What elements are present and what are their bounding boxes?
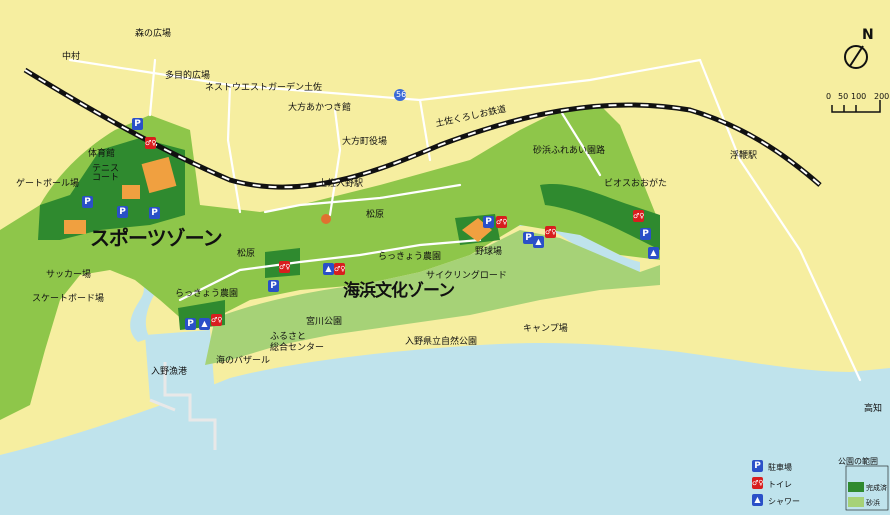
parking-icon: P (132, 118, 143, 130)
toilet-icon: ♂♀ (633, 210, 645, 222)
shower-icon: ▲ (533, 236, 544, 248)
legend-range-box (845, 465, 889, 511)
parking-icon: P (149, 207, 160, 219)
parking-icon: P (483, 216, 494, 228)
label-biosu: ビオスおおがた (604, 179, 668, 189)
shower-icon: ▲ (323, 263, 334, 275)
tamokuteki-field (141, 156, 177, 194)
sand-beach (205, 230, 660, 365)
legend-complete-swatch (848, 482, 864, 492)
taiikukan-block (122, 185, 140, 199)
toilet-icon: ♂♀ (334, 263, 346, 275)
legend-range-title: 公園の範囲 (838, 457, 878, 466)
port-basin (145, 330, 215, 410)
label-furusato: ふるさと 総合センター (270, 332, 325, 353)
zone-sports-label: スポーツゾーン (90, 226, 223, 250)
toilet-icon: ♂♀ (545, 226, 557, 238)
legend-toilet-label: トイレ (768, 480, 792, 489)
label-irino-park: 入野県立自然公園 (405, 337, 478, 347)
label-cycling: サイクリングロード (426, 271, 507, 281)
scale-mark-0: 0 (826, 92, 832, 101)
label-sunahama-road: 砂浜ふれあい園路 (533, 146, 606, 156)
label-umi-bazaar: 海のバザール (216, 356, 271, 366)
label-yakyujo: 野球場 (475, 247, 503, 257)
label-miyagawa: 宮川公園 (306, 317, 343, 327)
label-kochi: 高知 (864, 404, 883, 414)
akatsuki-building (321, 214, 331, 224)
sea (0, 342, 890, 515)
tennis-block (64, 220, 86, 234)
parking-icon: P (523, 232, 534, 244)
parking-icon: P (268, 280, 279, 292)
label-gateball: ゲートボール場 (16, 179, 80, 189)
label-matsubara-1: 松原 (366, 210, 385, 220)
compass-letter: N (862, 27, 874, 43)
toilet-icon: ♂♀ (145, 137, 157, 149)
label-nestowest: ネストウエストガーデン土佐 (205, 83, 323, 93)
label-rakkyo-2: らっきょう農園 (175, 289, 239, 299)
label-tamokuteki: 多目的広場 (165, 71, 211, 81)
legend-sand-label: 砂浜 (866, 499, 880, 507)
legend-parking-icon: P (752, 460, 763, 472)
parking-icon: P (117, 206, 128, 218)
compass (844, 45, 868, 69)
parking-icon: P (640, 228, 651, 240)
label-tennis: テニス コート (92, 164, 120, 183)
label-rakkyo-1: らっきょう農園 (378, 252, 442, 262)
label-taiikukan: 体育館 (88, 149, 116, 159)
parking-icon: P (185, 318, 196, 330)
completed-biosu (540, 184, 660, 250)
route-56-label: 56 (396, 90, 407, 99)
zone-beach-culture-label: 海浜文化ゾーン (343, 281, 455, 301)
toilet-icon: ♂♀ (279, 261, 291, 273)
legend-shower-label: シャワー (768, 497, 800, 506)
label-tosa-irino-st: 土佐入野駅 (318, 179, 364, 189)
label-ukitsu-st: 浮鞭駅 (730, 151, 758, 161)
scale-mark-100: 100 (851, 92, 867, 101)
label-nakamura: 中村 (62, 52, 81, 62)
label-mori-hiroba: 森の広場 (135, 29, 172, 39)
label-irino-port: 入野漁港 (151, 367, 188, 377)
route-56-badge (394, 89, 406, 101)
legend-parking-label: 駐車場 (768, 463, 792, 472)
label-soccer: サッカー場 (46, 270, 92, 280)
shower-icon: ▲ (199, 318, 210, 330)
roads (68, 58, 862, 382)
railway-dash (24, 69, 821, 189)
legend-complete-label: 完成済 (866, 484, 887, 492)
toilet-icon: ♂♀ (496, 216, 508, 228)
label-matsubara-2: 松原 (237, 249, 256, 259)
label-oogata-akatsuki: 大方あかつき館 (288, 103, 352, 113)
legend-shower-icon: ▲ (752, 494, 763, 506)
scale-mark-50: 50 (838, 92, 849, 101)
toilet-icon: ♂♀ (211, 314, 223, 326)
parking-icon: P (82, 196, 93, 208)
breakwater (149, 362, 217, 450)
label-camp: キャンプ場 (523, 324, 568, 334)
shower-icon: ▲ (648, 247, 659, 259)
label-skateboard: スケートボード場 (32, 294, 105, 304)
label-oogata-town: 大方町役場 (342, 137, 388, 147)
scale-bar (831, 100, 881, 113)
legend-toilet-icon: ♂♀ (752, 477, 764, 489)
scale-mark-200m: 200m (874, 92, 890, 101)
legend-sand-swatch (848, 497, 864, 507)
